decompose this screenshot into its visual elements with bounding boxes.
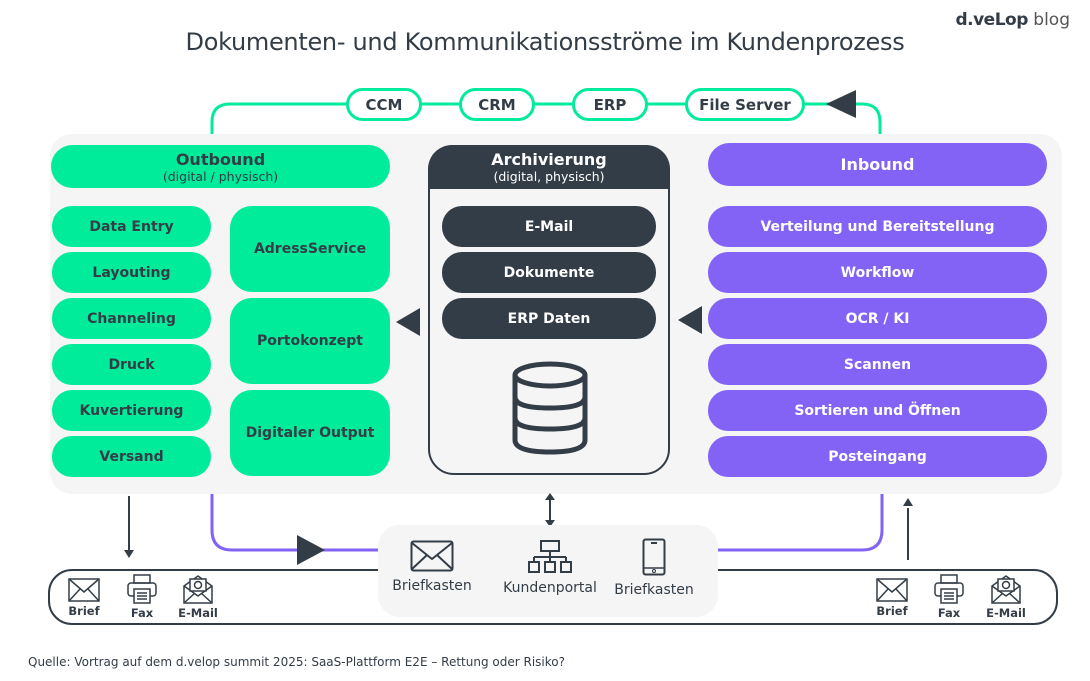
channel-label: Fax — [130, 606, 154, 620]
outbound-step-layouting[interactable]: Layouting — [52, 252, 211, 293]
envelope-icon — [410, 540, 454, 572]
diagram-title: Dokumenten- und Kommunikationsströme im … — [185, 28, 905, 56]
channel-right-brief[interactable]: Brief — [870, 578, 914, 618]
sitemap-icon — [528, 540, 572, 573]
arrow-right-icon — [297, 535, 325, 565]
archive-item-dokumente[interactable]: Dokumente — [442, 252, 656, 293]
inbound-to-outbound-line — [210, 494, 378, 552]
service-adressservice[interactable]: AdressService — [230, 206, 390, 292]
database-icon — [512, 361, 588, 455]
service-portokonzept[interactable]: Portokonzept — [230, 298, 390, 384]
channel-left-email[interactable]: E-Mail — [176, 574, 220, 620]
email-open-icon — [183, 575, 213, 604]
channel-right-fax[interactable]: Fax — [927, 574, 971, 620]
system-file-server[interactable]: File Server — [685, 88, 805, 121]
archive-header: Archivierung (digital, physisch) — [428, 145, 670, 189]
systems-connector-line — [210, 102, 882, 134]
inbound-return-line — [718, 494, 884, 552]
inbound-title: Inbound — [840, 155, 915, 174]
arrow-down-icon — [124, 550, 134, 558]
portal-item-briefkasten[interactable]: Briefkasten — [392, 540, 472, 594]
outbound-step-druck[interactable]: Druck — [52, 344, 211, 385]
outbound-step-data-entry[interactable]: Data Entry — [52, 206, 211, 247]
smartphone-icon — [642, 538, 666, 576]
archive-item-erp-daten[interactable]: ERP Daten — [442, 298, 656, 339]
inbound-step-ocr-ki[interactable]: OCR / KI — [708, 298, 1047, 339]
envelope-icon — [876, 578, 908, 602]
inbound-step-workflow[interactable]: Workflow — [708, 252, 1047, 293]
channel-right-email[interactable]: E-Mail — [984, 574, 1028, 620]
arrow-left-icon — [678, 306, 702, 334]
channel-label: E-Mail — [986, 606, 1026, 620]
arrow-left-icon — [826, 90, 856, 118]
fax-icon — [127, 574, 157, 604]
outbound-step-versand[interactable]: Versand — [52, 436, 211, 477]
system-erp[interactable]: ERP — [572, 88, 648, 121]
channel-left-brief[interactable]: Brief — [62, 578, 106, 618]
source-note: Quelle: Vortrag auf dem d.velop summit 2… — [28, 655, 565, 669]
arrow-up-icon — [903, 498, 913, 506]
inbound-step-posteingang[interactable]: Posteingang — [708, 436, 1047, 477]
arrow-down-icon — [545, 520, 555, 527]
arrow-up-icon — [545, 493, 555, 500]
outbound-step-kuvertierung[interactable]: Kuvertierung — [52, 390, 211, 431]
brand-suffix: blog — [1033, 10, 1070, 30]
archive-subtitle: (digital, physisch) — [493, 169, 605, 184]
brand-name: d.veLop — [955, 10, 1028, 30]
inbound-step-scannen[interactable]: Scannen — [708, 344, 1047, 385]
portal-label: Briefkasten — [392, 578, 472, 594]
channel-label: Brief — [68, 604, 100, 618]
service-digitaler-output[interactable]: Digitaler Output — [230, 390, 390, 476]
outbound-subtitle: (digital / physisch) — [162, 168, 279, 184]
outbound-title: Outbound — [175, 149, 266, 169]
inbound-step-sortieren[interactable]: Sortieren und Öffnen — [708, 390, 1047, 431]
envelope-icon — [68, 578, 100, 602]
system-ccm[interactable]: CCM — [346, 88, 422, 121]
portal-label: Kundenportal — [503, 580, 597, 596]
inbound-header[interactable]: Inbound — [708, 143, 1047, 186]
portal-label: Briefkasten — [614, 582, 694, 598]
outbound-header[interactable]: Outbound (digital / physisch) — [51, 145, 390, 188]
portal-item-kundenportal[interactable]: Kundenportal — [500, 540, 600, 596]
brand-logo: d.veLop blog — [955, 10, 1070, 30]
channel-label: Fax — [937, 606, 961, 620]
channel-label: Brief — [876, 604, 908, 618]
archive-title: Archivierung — [491, 150, 607, 169]
system-crm[interactable]: CRM — [459, 88, 535, 121]
channel-left-fax[interactable]: Fax — [120, 574, 164, 620]
email-open-icon — [991, 575, 1021, 604]
fax-icon — [934, 574, 964, 604]
inbound-step-verteilung[interactable]: Verteilung und Bereitstellung — [708, 206, 1047, 247]
outbound-step-channeling[interactable]: Channeling — [52, 298, 211, 339]
channel-label: E-Mail — [178, 606, 218, 620]
archive-item-email[interactable]: E-Mail — [442, 206, 656, 247]
arrow-left-icon — [396, 308, 420, 336]
portal-item-briefkasten-mobile[interactable]: Briefkasten — [614, 538, 694, 598]
